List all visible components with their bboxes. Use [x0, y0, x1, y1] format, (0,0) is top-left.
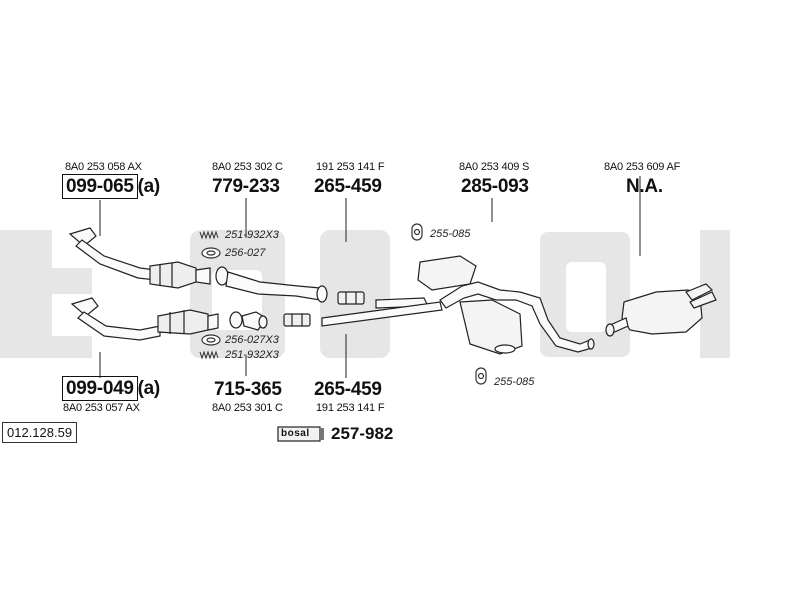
- bosal-watermark: [0, 230, 730, 358]
- oem-number-front-lower: 8A0 253 057 AX: [63, 402, 140, 414]
- rear-silencer: [605, 283, 717, 337]
- hanger-icon-lower: [475, 367, 487, 385]
- part-number-front-upper-value: 099-065: [62, 174, 138, 199]
- front-pipe-upper: [68, 227, 211, 289]
- clamp-lower: [283, 313, 311, 327]
- front-pipe-lower: [70, 297, 219, 341]
- part-suffix-front-lower: (a): [137, 378, 161, 399]
- part-number-front-upper[interactable]: 099-065(a): [62, 174, 161, 199]
- clamp-upper: [337, 291, 365, 305]
- leader-lines: [99, 176, 641, 378]
- part-number-pipe-lower[interactable]: 265-459: [314, 379, 382, 400]
- mounting-kit-brand: bosal: [281, 428, 310, 439]
- diagram-reference: 012.128.59: [2, 422, 78, 443]
- mounting-kit-bag-icon: [277, 426, 324, 442]
- mid-pipe-upper: [215, 266, 328, 303]
- oem-number-pipe-lower: 191 253 141 F: [316, 402, 385, 414]
- part-suffix-front-upper: (a): [137, 176, 161, 197]
- part-number-mid-upper[interactable]: 779-233: [212, 176, 280, 197]
- joining-pipes: [321, 297, 443, 327]
- spring-icon-lower: [199, 350, 219, 360]
- mounting-kit-number[interactable]: 257-982: [331, 424, 394, 443]
- oem-number-mid-upper: 8A0 253 302 C: [212, 161, 283, 173]
- accessory-gasket-upper[interactable]: 256-027: [225, 247, 266, 259]
- hanger-icon-upper: [411, 223, 423, 241]
- oem-number-front-upper: 8A0 253 058 AX: [65, 161, 142, 173]
- part-number-front-lower[interactable]: 099-049(a): [62, 376, 161, 401]
- part-number-rear-box[interactable]: N.A.: [626, 176, 663, 197]
- accessory-hanger-lower[interactable]: 255-085: [494, 376, 535, 388]
- spring-icon-upper: [199, 230, 219, 240]
- part-number-pipe-upper[interactable]: 265-459: [314, 176, 382, 197]
- accessory-gasket-lower[interactable]: 256-027X3: [225, 334, 279, 346]
- centre-silencer: [417, 255, 595, 355]
- oem-number-pipe-upper: 191 253 141 F: [316, 161, 385, 173]
- part-number-mid-lower[interactable]: 715-365: [214, 379, 282, 400]
- oem-number-rear-box: 8A0 253 609 AF: [604, 161, 681, 173]
- gasket-icon-upper: [201, 247, 221, 259]
- mid-pipe-lower: [229, 311, 268, 331]
- accessory-spring-lower[interactable]: 251-932X3: [225, 349, 279, 361]
- part-number-center-box[interactable]: 285-093: [461, 176, 529, 197]
- oem-number-mid-lower: 8A0 253 301 C: [212, 402, 283, 414]
- oem-number-center-box: 8A0 253 409 S: [459, 161, 530, 173]
- accessory-hanger-upper[interactable]: 255-085: [430, 228, 471, 240]
- part-number-front-lower-value: 099-049: [62, 376, 138, 401]
- accessory-spring-upper[interactable]: 251-932X3: [225, 229, 279, 241]
- gasket-icon-lower: [201, 334, 221, 346]
